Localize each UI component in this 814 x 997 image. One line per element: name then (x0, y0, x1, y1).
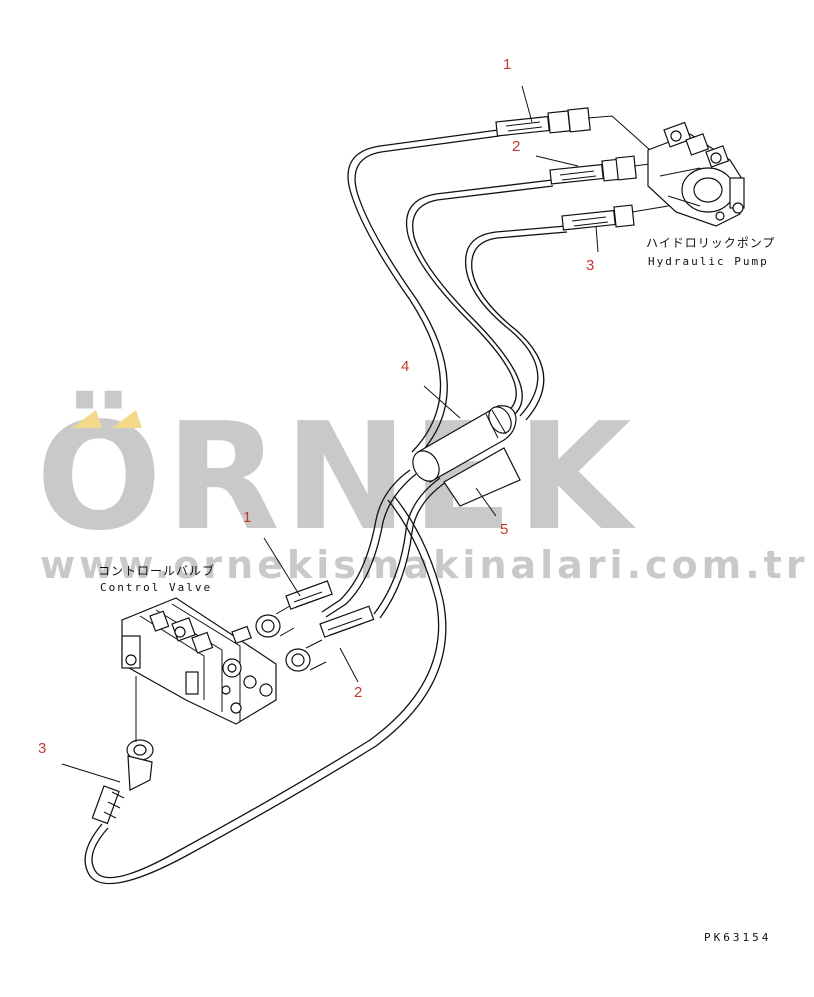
fitting-bottom-1 (255, 580, 333, 638)
callouts: 1 2 3 4 5 1 2 3 (38, 56, 594, 757)
fitting-top-1 (495, 107, 651, 151)
hose-clamp (412, 405, 517, 483)
drawing-code: PK63154 (704, 931, 771, 944)
callout-bottom-1: 1 (243, 509, 251, 526)
watermark-umlaut-accent (72, 410, 142, 428)
fitting-top-3 (561, 195, 679, 231)
watermark: ÖRNEK www.ornekismakinalari.com.tr (36, 390, 809, 587)
callout-top-2: 2 (512, 138, 520, 155)
watermark-brand: ÖRNEK (36, 390, 637, 563)
hydraulic-pump-label-jp: ハイドロリックポンプ (646, 236, 775, 250)
callout-bottom-2: 2 (354, 684, 362, 701)
hydraulic-pump-label-en: Hydraulic Pump (648, 255, 769, 268)
watermark-url: www.ornekismakinalari.com.tr (40, 543, 809, 587)
callout-mid-5: 5 (500, 521, 508, 538)
hose-2 (373, 179, 554, 619)
control-valve-label-jp: コントロールバルブ (98, 563, 215, 578)
fitting-top-2 (549, 155, 651, 185)
callout-mid-4: 4 (401, 358, 409, 375)
control-valve-label-en: Control Valve (100, 581, 212, 594)
control-valve-label: コントロールバルブ Control Valve (98, 563, 215, 594)
callout-top-3: 3 (586, 257, 594, 274)
fitting-bottom-3 (91, 739, 154, 825)
hose-1 (321, 129, 500, 618)
callout-bottom-3: 3 (38, 740, 46, 757)
fitting-bottom-2 (285, 605, 375, 672)
callout-leaders (61, 85, 599, 783)
hydraulic-pump-label: ハイドロリックポンプ Hydraulic Pump (646, 236, 775, 268)
control-valve (121, 597, 277, 742)
bracket (443, 447, 521, 507)
hose-3 (84, 225, 568, 885)
callout-top-1: 1 (503, 56, 511, 73)
hydraulic-pump (647, 121, 745, 227)
